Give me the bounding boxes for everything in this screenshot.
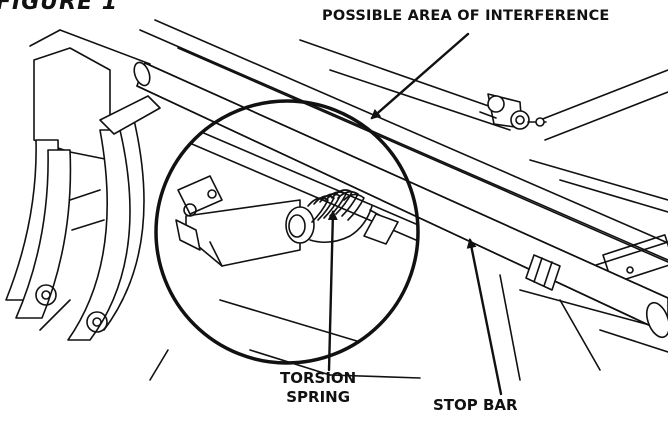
- callout-torsion-spring: TORSION SPRING: [280, 369, 356, 407]
- callout-torsion-line2: SPRING: [286, 388, 351, 406]
- torsion-spring-coils: [307, 189, 393, 244]
- callout-stop-bar: STOP BAR: [433, 396, 518, 414]
- detail-circle: [154, 99, 420, 365]
- hinge-assembly: [479, 93, 547, 130]
- callout-possible-area-of-interference: POSSIBLE AREA OF INTERFERENCE: [322, 8, 610, 24]
- figure-title: FIGURE 1: [0, 0, 119, 15]
- stop-bar: [133, 61, 668, 339]
- leader-arrows: [327, 32, 503, 396]
- callout-torsion-line1: TORSION: [280, 369, 357, 387]
- left-brackets: [5, 47, 161, 341]
